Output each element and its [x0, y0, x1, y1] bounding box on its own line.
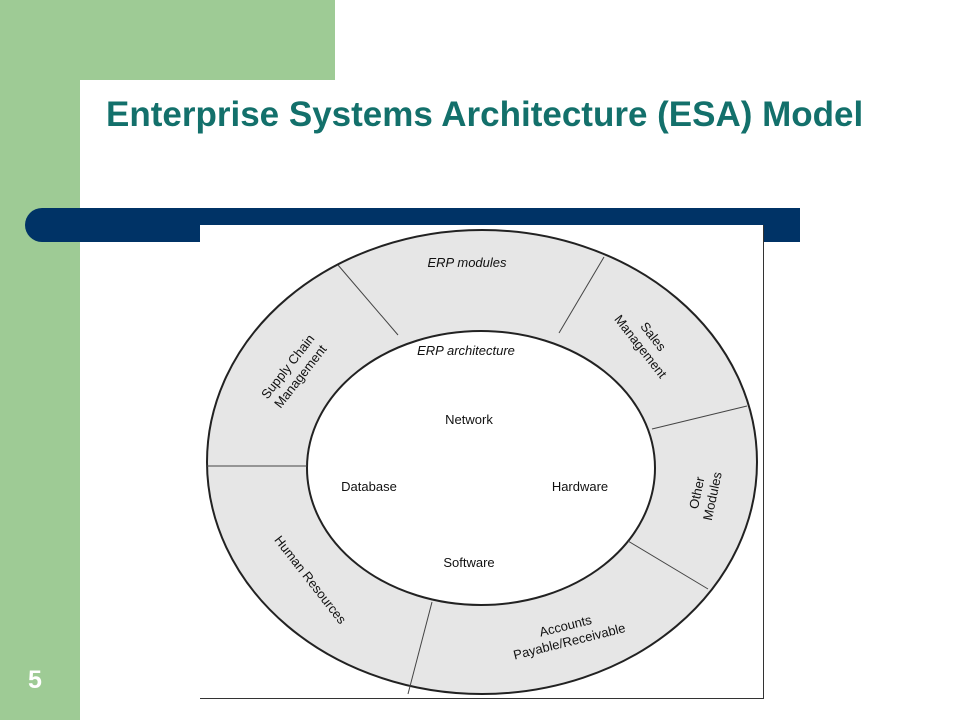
- inner-core: [306, 330, 656, 606]
- segment-other-line-1: Other: [686, 475, 708, 511]
- core-network: Network: [445, 412, 493, 427]
- slide-number: 5: [28, 666, 42, 694]
- top-decorative-band: [80, 0, 335, 80]
- ring-divider-5: [407, 601, 433, 695]
- core-erp-architecture: ERP architecture: [417, 343, 515, 358]
- core-software: Software: [443, 555, 494, 570]
- ring-divider-4: [627, 540, 709, 590]
- slide-title: Enterprise Systems Architecture (ESA) Mo…: [106, 95, 864, 134]
- esa-diagram: ERP modules Sales Management Other Modul…: [200, 225, 764, 699]
- ring-divider-3: [651, 405, 748, 430]
- core-hardware: Hardware: [552, 479, 608, 494]
- ring-divider-2: [558, 256, 605, 334]
- left-decorative-band: [0, 0, 80, 720]
- ring-divider-1: [337, 264, 399, 336]
- segment-erp-modules: ERP modules: [428, 255, 507, 270]
- esa-diagram-svg: ERP modules Sales Management Other Modul…: [206, 229, 758, 695]
- core-database: Database: [341, 479, 397, 494]
